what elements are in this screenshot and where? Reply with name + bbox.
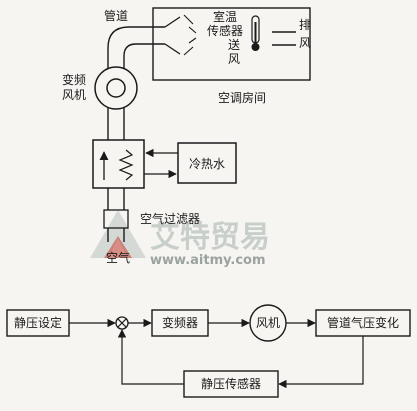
fan-label: 风机 (256, 316, 280, 330)
coil-box (92, 139, 145, 189)
chilled-hot-water-label: 冷热水 (189, 157, 225, 171)
water-box (144, 142, 237, 184)
exhaust-label-1: 排 (299, 18, 311, 32)
duct (107, 26, 165, 242)
block-inverter: 变频器 (151, 309, 209, 337)
duct-pressure-change-label: 管道气压变化 (327, 315, 399, 330)
thermometer-icon (251, 15, 260, 51)
block-duct-pressure-change: 管道气压变化 (315, 309, 411, 337)
supply-air-label-2: 风 (228, 52, 240, 66)
air-filter-label: 空气过滤器 (140, 211, 200, 226)
ac-room-label: 空调房间 (218, 90, 266, 105)
fan-icon (94, 66, 138, 110)
block-static-pressure-sensor: 静压传感器 (183, 370, 279, 398)
inverter-label: 变频器 (162, 315, 198, 330)
vfd-fan-label-1: 变频 (62, 72, 86, 87)
vfd-fan-label-2: 风机 (62, 88, 86, 102)
block-fan: 风机 (249, 304, 287, 342)
exhaust-label-2: 风 (299, 36, 311, 50)
block-connectors (69, 318, 364, 389)
summing-junction (115, 316, 129, 330)
watermark-brand: 艾特贸易 (150, 220, 270, 255)
block-static-pressure-setting: 静压设定 (6, 309, 70, 337)
diffuser (164, 14, 197, 56)
filter-box (103, 209, 129, 229)
air-label: 空气 (106, 250, 130, 265)
room-temp-sensor-label-1: 室温 (213, 9, 237, 24)
duct-label: 管道 (104, 8, 128, 23)
supply-air-label-1: 送 (228, 37, 240, 52)
room-temp-sensor-label-2: 传感器 (207, 23, 243, 38)
watermark-logo (90, 210, 146, 258)
watermark: 艾特贸易 www.aitmy.com (90, 210, 270, 268)
static-pressure-sensor-label: 静压传感器 (201, 376, 261, 391)
exhaust-lines (272, 31, 296, 46)
static-pressure-setting-label: 静压设定 (14, 315, 62, 330)
watermark-url: www.aitmy.com (150, 253, 266, 268)
